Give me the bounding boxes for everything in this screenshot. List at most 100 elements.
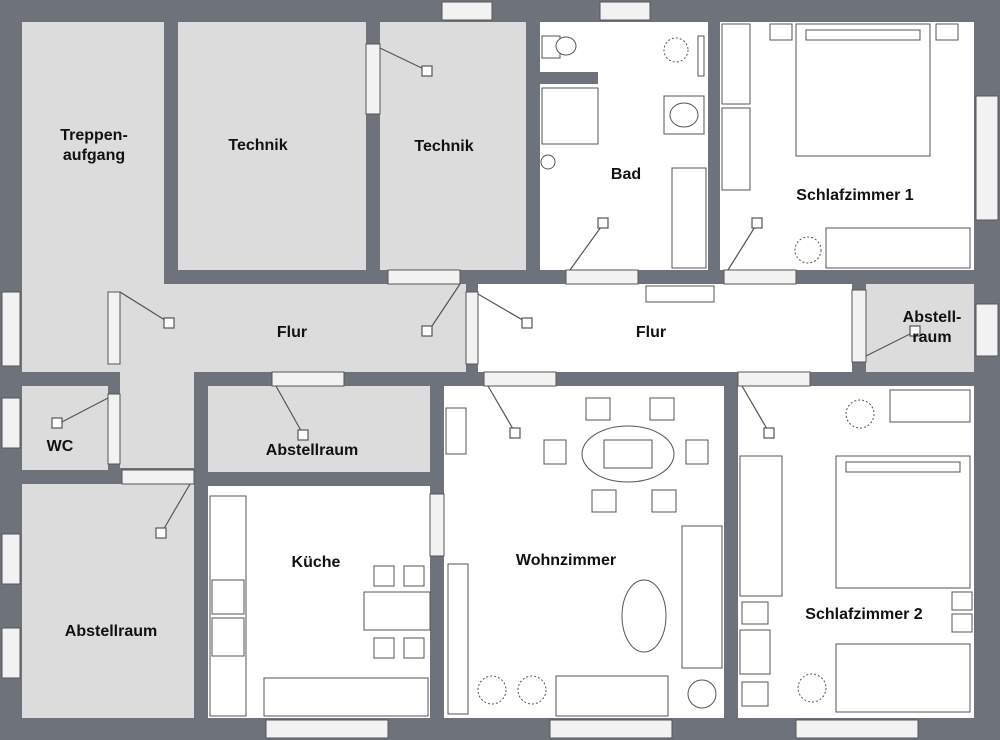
- label-abstellraum-small: Abstell- raum: [902, 309, 962, 346]
- kitchen-sink: [211, 617, 245, 657]
- door-abstell-small: [851, 289, 867, 363]
- window-right-bedroom-1: [975, 95, 999, 221]
- kitchen-chair-3: [373, 637, 395, 659]
- coffee-table: [621, 579, 667, 653]
- dresser-1: [825, 227, 971, 269]
- living-plant-1: [477, 675, 507, 705]
- chair-4: [685, 439, 709, 465]
- window-left-wc: [1, 397, 21, 449]
- bad-plant: [663, 37, 689, 63]
- window-right-storage: [975, 303, 999, 357]
- label-technik-2: Technik: [414, 138, 474, 155]
- label-kueche: Küche: [291, 554, 341, 571]
- chair-3: [543, 439, 567, 465]
- armchair-round: [687, 679, 717, 709]
- bedroom-2-plant-2: [797, 673, 827, 703]
- sofa-right: [681, 525, 723, 669]
- label-flur-1: Flur: [276, 324, 308, 341]
- label-bad: Bad: [610, 166, 642, 183]
- kitchen-chair-4: [403, 637, 425, 659]
- kitchen-table: [363, 591, 431, 631]
- nightstand-1a: [769, 23, 793, 41]
- wardrobe-2: [739, 455, 783, 597]
- door-kueche: [429, 493, 445, 557]
- room-wc: [22, 386, 108, 470]
- bad-washbasin-bowl: [669, 102, 699, 128]
- label-technik-1: Technik: [228, 137, 288, 154]
- window-bottom-kitchen: [265, 719, 389, 739]
- dining-table-inner: [603, 439, 653, 469]
- door-flur-1-left: [107, 291, 121, 365]
- bad-bidet: [540, 154, 556, 170]
- chair-2-bedroom: [741, 601, 769, 625]
- label-abstellraum-middle: Abstellraum: [265, 442, 359, 459]
- label-flur-2: Flur: [635, 324, 667, 341]
- bed-2: [835, 455, 971, 589]
- door-schlafzimmer-2: [737, 371, 811, 387]
- wardrobe-1a: [721, 23, 751, 105]
- bedroom-1-plant: [794, 236, 822, 264]
- bad-toilet-bowl: [555, 36, 577, 56]
- window-left-storage-1: [1, 533, 21, 585]
- door-abstell-left: [121, 469, 195, 485]
- wardrobe-1b: [721, 107, 751, 191]
- door-wohnzimmer: [483, 371, 557, 387]
- chair-1: [585, 397, 611, 421]
- bad-towel-rail: [697, 35, 705, 77]
- kitchen-stove: [211, 579, 245, 615]
- kitchen-counter-bottom: [263, 677, 429, 717]
- living-plant-2: [517, 675, 547, 705]
- shelf-living: [447, 563, 469, 715]
- kitchen-chair-2: [403, 565, 425, 587]
- room-technik-1: [178, 22, 366, 270]
- window-bottom-living: [549, 719, 673, 739]
- label-wc: WC: [46, 438, 74, 455]
- window-top-2: [599, 1, 651, 21]
- bed-1: [795, 23, 931, 157]
- sideboard-living: [445, 407, 467, 455]
- door-abstell-middle: [271, 371, 345, 387]
- room-technik-2: [380, 22, 526, 270]
- room-abstellraum-middle: [208, 386, 430, 472]
- bad-shower-wall: [540, 72, 598, 84]
- label-wohnzimmer: Wohnzimmer: [515, 552, 617, 569]
- chair-2-bedroom-b: [741, 681, 769, 707]
- door-flur-technik: [387, 269, 461, 285]
- desk-2: [739, 629, 771, 675]
- bed-2-pillow: [845, 461, 961, 473]
- door-wc: [107, 393, 121, 465]
- nightstand-2a: [951, 591, 973, 611]
- label-abstellraum-left: Abstellraum: [64, 623, 158, 640]
- window-bottom-bedroom-2: [795, 719, 919, 739]
- nightstand-2b: [951, 613, 973, 633]
- door-flur-2-left: [465, 291, 479, 365]
- window-left-storage-2: [1, 627, 21, 679]
- daybed-2: [835, 643, 971, 713]
- door-schlafzimmer-1: [723, 269, 797, 285]
- doors: [107, 43, 867, 557]
- bad-shower: [541, 87, 599, 145]
- sofa-bottom: [555, 675, 669, 717]
- kitchen-chair-1: [373, 565, 395, 587]
- chair-5: [591, 489, 617, 513]
- door-swings: [51, 47, 921, 539]
- nightstand-1b: [935, 23, 959, 41]
- label-schlafzimmer-1: Schlafzimmer 1: [796, 187, 914, 204]
- dresser-2: [889, 389, 971, 423]
- label-treppenaufgang: Treppen- aufgang: [60, 127, 128, 164]
- furniture: [209, 23, 973, 717]
- window-top-1: [441, 1, 493, 21]
- bedroom-2-plant-1: [845, 399, 875, 429]
- door-technik-2: [365, 43, 381, 115]
- label-schlafzimmer-2: Schlafzimmer 2: [805, 606, 923, 623]
- room-abstellraum-left: [22, 484, 194, 718]
- room-flur-1-ext: [120, 372, 194, 468]
- chair-2: [649, 397, 675, 421]
- window-left-stairs: [1, 291, 21, 367]
- bed-1-pillow: [805, 29, 921, 41]
- door-bad: [565, 269, 639, 285]
- room-wohnzimmer: [444, 386, 724, 718]
